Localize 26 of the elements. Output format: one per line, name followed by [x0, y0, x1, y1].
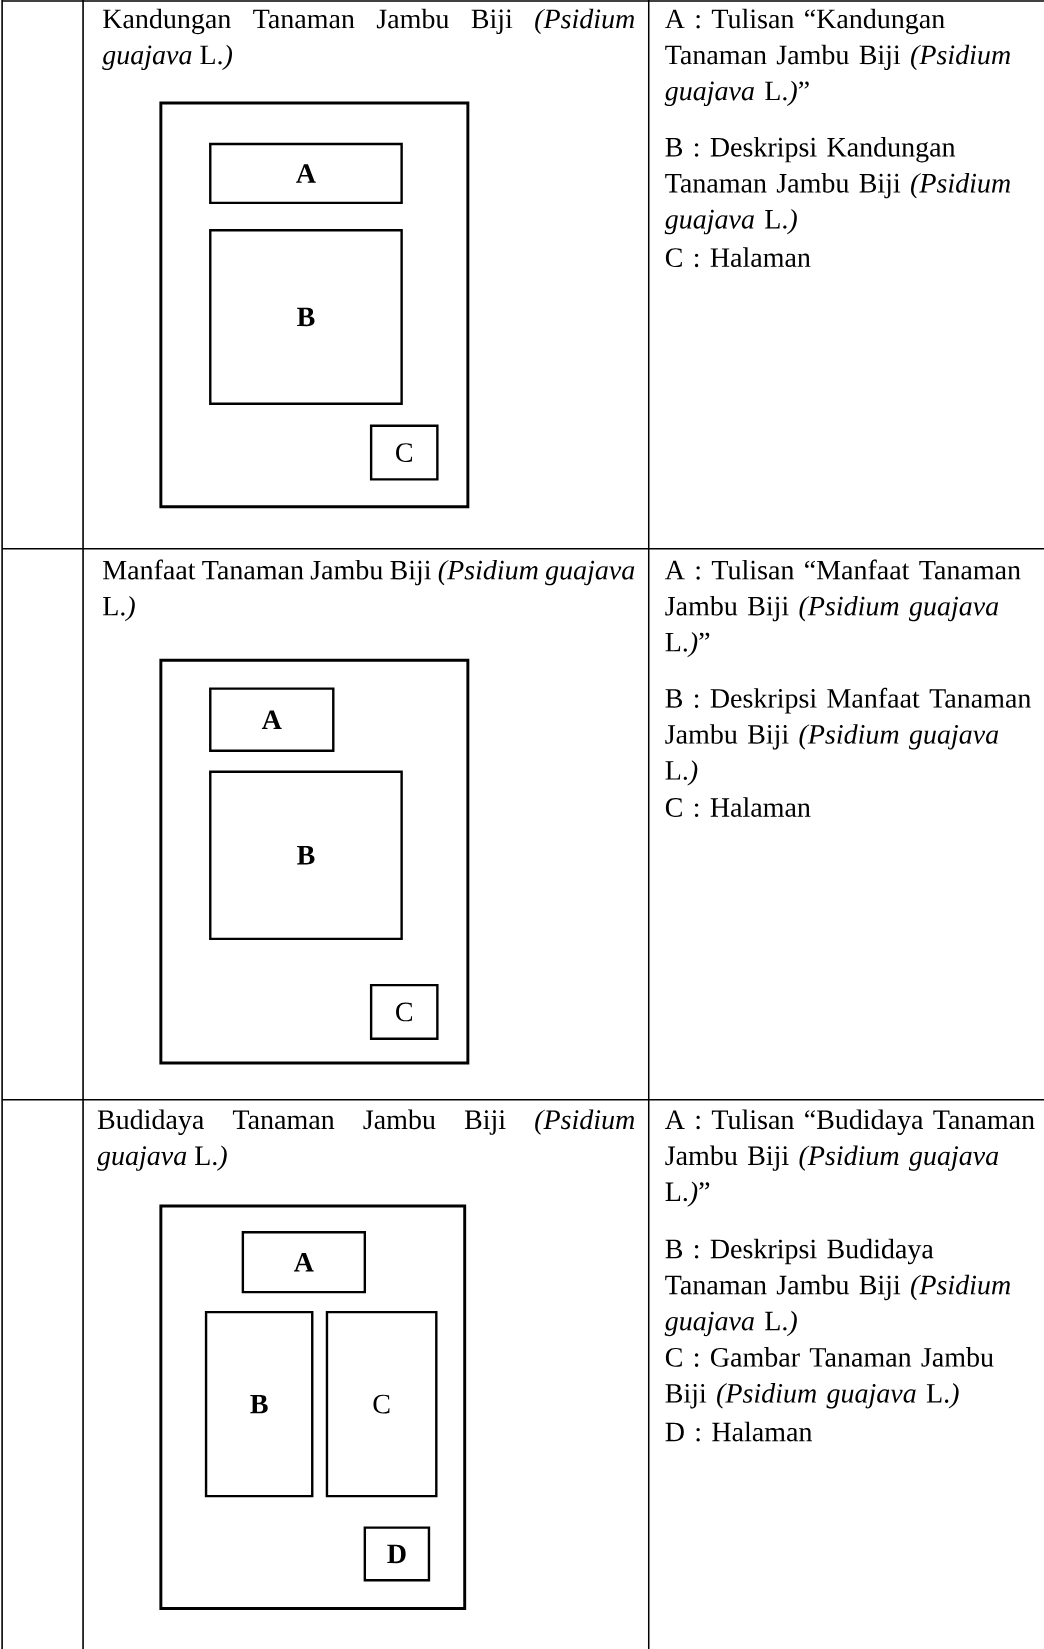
- description-text: B : Deskripsi Budidaya Tanaman Jambu Biji (Psidium guajava L.): [664, 1238, 1010, 1337]
- section-title: Kandungan Tanaman Jambu Biji (Psidium guajava L.): [102, 8, 635, 71]
- layout-box: C: [369, 424, 439, 481]
- description-text: A : Tulisan “Budidaya Tanaman Jambu Biji (Psidium guajava L.)”: [665, 1109, 1035, 1207]
- description-text: B : Deskripsi Kandungan Tanaman Jambu Biji (Psidium guajava L.): [664, 136, 1010, 235]
- description-text: C : Halaman: [665, 797, 811, 818]
- page-layout-box: [159, 1204, 467, 1611]
- layout-box: A: [209, 142, 403, 205]
- page-layout-box: [159, 658, 470, 1065]
- layout-box: A: [209, 687, 335, 752]
- layout-box: C: [325, 1310, 438, 1498]
- description-text: C : Gambar Tanaman Jambu Biji (Psidium guajava L.): [665, 1347, 994, 1409]
- layout-box: C: [369, 983, 439, 1040]
- page-layout-box: [159, 101, 470, 509]
- layout-box: B: [204, 1310, 314, 1498]
- layout-box: B: [209, 229, 403, 405]
- description-text: C : Halaman: [665, 247, 811, 268]
- section-title: Budidaya Tanaman Jambu Biji (Psidium guajava L.): [97, 1109, 635, 1171]
- layout-box: A: [241, 1231, 366, 1294]
- section-title: Manfaat Tanaman Jambu Biji (Psidium guajava L.): [103, 559, 635, 622]
- layout-box: D: [363, 1526, 431, 1582]
- description-text: D : Halaman: [665, 1421, 813, 1442]
- description-text: A : Tulisan “Kandungan Tanaman Jambu Biji (Psidium guajava L.)”: [664, 8, 1010, 107]
- description-text: A : Tulisan “Manfaat Tanaman Jambu Biji (Psidium guajava L.)”: [665, 559, 1021, 658]
- layout-box: B: [209, 770, 403, 941]
- description-text: B : Deskripsi Manfaat Tanaman Jambu Biji (Psidium guajava L.): [665, 687, 1031, 786]
